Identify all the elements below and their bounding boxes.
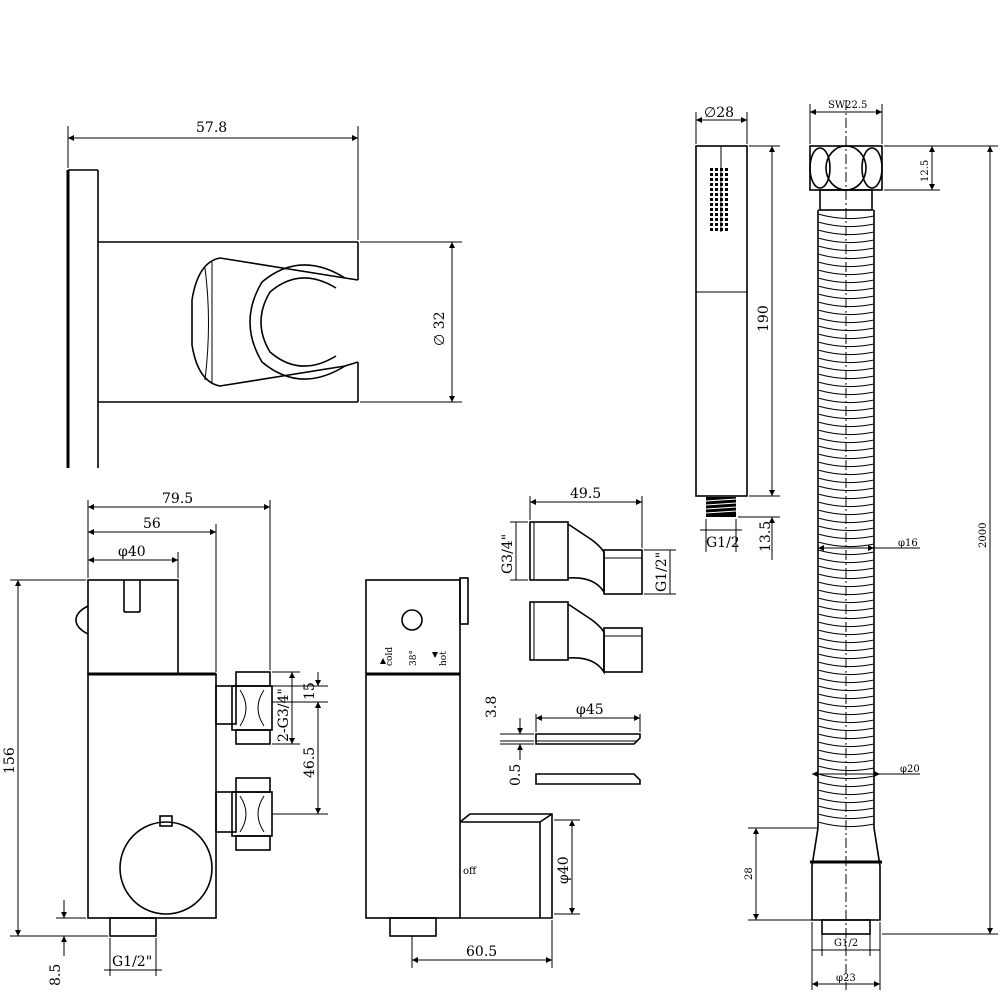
hose-length-label: 2000 (978, 523, 989, 548)
handshower-thread-label: G1/2 (706, 535, 740, 551)
flange-thickness-label: 3.8 (484, 696, 500, 718)
dim-flange-diameter: φ45 (535, 702, 641, 732)
handshower-diameter-label: ∅28 (704, 105, 734, 121)
valve-side-view (75, 579, 273, 937)
valve-total-width-label: 79.5 (162, 491, 193, 507)
valve-top-diameter-label: φ40 (118, 544, 146, 560)
spray-nozzles (710, 168, 728, 231)
dim-flange-thickness: 3.8 0.5 (484, 696, 534, 786)
dim-hose-nut: SW22.5 (809, 100, 883, 144)
holder-diameter-label: ∅ 32 (432, 312, 448, 346)
flange-view (535, 733, 641, 785)
dim-holder-width: 57.8 (67, 120, 359, 240)
hose-nut-height-label: 12.5 (920, 160, 931, 182)
valve-height-label: 156 (2, 747, 18, 774)
dim-holder-diameter: ∅ 32 (360, 241, 462, 403)
dim-valve-top-diameter: φ40 (88, 544, 179, 578)
handshower-nipple-label: 13.5 (758, 521, 774, 552)
valve-outlet-thread-label: 2-G3/4" (276, 688, 292, 742)
label-hot: hot (439, 651, 449, 666)
label-cold: cold (385, 647, 395, 666)
dim-handshower-nipple: 13.5 (738, 516, 780, 560)
holder-width-label: 57.8 (196, 120, 227, 136)
front-depth-label: 60.5 (466, 944, 497, 960)
dim-eccentric-width: 49.5 (529, 486, 643, 548)
eccentric-connector-1 (529, 521, 643, 595)
hose-diameter-label: φ16 (898, 538, 918, 549)
eccentric-thread-out-label: G1/2" (654, 552, 670, 592)
dim-valve-total-width: 79.5 (87, 491, 271, 670)
label-temperature: 38° (409, 650, 419, 666)
dim-valve-height: 156 (2, 579, 108, 937)
valve-body-width-label: 56 (143, 516, 161, 532)
dim-front-depth: 60.5 (411, 920, 553, 968)
ferrule-diameter-label: φ20 (900, 764, 920, 775)
front-knob-diameter-label: φ40 (556, 856, 572, 884)
valve-8-5-label: 8.5 (48, 964, 64, 986)
eccentric-width-label: 49.5 (570, 486, 601, 502)
dim-hose-thread: G1/2 (812, 934, 880, 956)
valve-bottom-thread-label: G1/2" (112, 954, 152, 970)
dim-hose-length: 2000 (882, 145, 998, 935)
dim-handshower-thread: G1/2 (700, 519, 742, 552)
dim-hose-diameter: φ16 (818, 538, 920, 551)
valve-46-5-label: 46.5 (302, 747, 318, 778)
hose-nut-label: SW22.5 (828, 100, 867, 111)
dim-hose-nut-height: 12.5 (884, 145, 940, 191)
eccentric-thread-in-label: G3/4" (500, 534, 516, 574)
dim-valve-46-5: 46.5 (272, 702, 328, 815)
dim-hose-end-diameter: φ23 (811, 922, 881, 990)
dim-ferrule-length: 28 (744, 827, 818, 921)
hose-view (809, 100, 883, 990)
dim-valve-outlet-thread: 2-G3/4" (272, 671, 300, 745)
eccentric-connector-2 (529, 601, 643, 675)
dim-handshower-length: 190 (749, 145, 780, 497)
ferrule-length-label: 28 (744, 867, 755, 880)
handshower-length-label: 190 (756, 305, 772, 332)
flange-gap-label: 0.5 (508, 764, 524, 786)
dim-front-knob-diameter: φ40 (554, 819, 580, 915)
valve-front-view: cold 38° hot off (365, 577, 553, 937)
hose-end-diameter-label: φ23 (836, 973, 856, 984)
dim-ferrule-diameter: φ20 (812, 764, 920, 777)
label-off: off (463, 866, 477, 877)
wall-holder-view (66, 169, 359, 468)
dim-handshower-diameter: ∅28 (695, 105, 748, 144)
dim-valve-8-5: 8.5 (48, 900, 86, 986)
flange-diameter-label: φ45 (576, 702, 604, 718)
hand-shower-view (695, 145, 748, 517)
dim-eccentric-thread-in: G3/4" (500, 521, 528, 581)
dim-valve-bottom-thread: G1/2" (104, 938, 162, 976)
valve-15-label: 15 (302, 682, 318, 700)
dim-eccentric-thread-out: G1/2" (644, 549, 676, 595)
hose-thread-label: G1/2 (834, 938, 858, 949)
dim-valve-body-width: 56 (88, 516, 217, 672)
